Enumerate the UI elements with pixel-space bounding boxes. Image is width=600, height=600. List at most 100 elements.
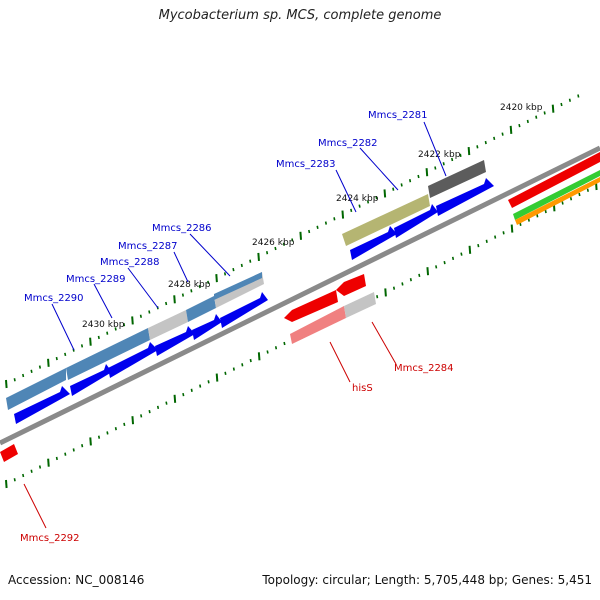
inner-scale-tick (544, 209, 547, 214)
cds-arrow-mmcs-2287a[interactable] (155, 326, 195, 356)
outer-scale-tick (341, 210, 345, 219)
cog-block-mmcs-2284[interactable] (344, 292, 376, 318)
green-feature-track[interactable] (513, 170, 600, 220)
inner-scale-tick (460, 252, 463, 256)
outer-scale-tick (551, 104, 555, 113)
inner-scale-tick (232, 367, 235, 371)
cds-arrow-mmcs-2287b[interactable] (192, 314, 222, 340)
genome-backbone (0, 145, 600, 446)
forward-cog-track[interactable] (6, 160, 486, 410)
inner-scale-tick (266, 350, 269, 354)
outer-scale-tick (274, 246, 277, 251)
inner-scale-tick (384, 288, 387, 297)
cog-block-mmcs-2289[interactable] (66, 328, 150, 380)
outer-scale-tick (22, 373, 25, 378)
inner-scale-tick (55, 456, 58, 461)
outer-scale-tick (459, 153, 462, 157)
outer-scale-tick (148, 310, 151, 314)
outer-scale-tick (232, 267, 235, 272)
inner-scale-tick (502, 231, 505, 235)
gene-leader-lines (23, 121, 447, 529)
outer-scale-tick (240, 263, 243, 268)
scale-label-2430: 2430 kbp (82, 320, 125, 330)
leader-mmcs-2290 (51, 303, 75, 351)
cog-block-his-s[interactable] (290, 306, 346, 344)
orange-feature-track[interactable] (515, 177, 600, 225)
gene-label-mmcs-2282[interactable]: Mmcs_2282 (318, 138, 378, 149)
inner-scale-tick (451, 256, 455, 261)
inner-scale-tick (510, 224, 514, 233)
inner-scale-tick (5, 479, 8, 489)
cog-block-mmcs-2287[interactable] (186, 296, 216, 322)
outer-scale-tick (122, 323, 126, 327)
reverse-gene-labels: Mmcs_2284 hisS Mmcs_2292 (20, 363, 454, 544)
cds-arrow-mmcs-2290[interactable] (14, 386, 70, 424)
gene-label-mmcs-2289[interactable]: Mmcs_2289 (66, 274, 126, 285)
cds-arrow-mmcs-2284[interactable] (336, 274, 366, 296)
inner-scale-tick (97, 435, 101, 439)
outer-scale-tick (408, 179, 412, 183)
red-feature-track[interactable] (508, 152, 600, 208)
cds-arrow-his-s[interactable] (284, 290, 338, 322)
reverse-cds-track[interactable] (0, 274, 376, 462)
outer-scale-tick (509, 125, 513, 134)
cog-block-mmcs-2283[interactable] (342, 194, 430, 246)
outer-scale-tick (518, 123, 521, 128)
scale-label-2420: 2420 kbp (500, 103, 543, 113)
cog-block-mmcs-2290[interactable] (6, 368, 66, 410)
leader-mmcs-2292 (23, 483, 47, 529)
outer-scale-tick (215, 274, 218, 283)
cds-arrow-mmcs-2288[interactable] (108, 342, 158, 378)
inner-scale-tick (578, 192, 581, 197)
cog-block-mmcs-2281[interactable] (428, 160, 486, 198)
inner-scale-tick (494, 235, 497, 239)
inner-scale-tick (561, 201, 564, 205)
cog-block-mmcs-2288[interactable] (148, 310, 188, 340)
feature-tracks-right[interactable] (508, 152, 600, 225)
gene-label-mmcs-2292[interactable]: Mmcs_2292 (20, 533, 80, 544)
leader-mmcs-2289 (93, 283, 113, 319)
inner-scale-tick (173, 394, 177, 403)
outer-scale-tick (64, 352, 67, 357)
inner-scale-tick (536, 214, 539, 218)
gene-label-mmcs-2286[interactable]: Mmcs_2286 (152, 223, 212, 234)
gene-label-his-s[interactable]: hisS (352, 383, 373, 394)
outer-scale-tick (417, 174, 420, 179)
outer-scale-tick (577, 94, 580, 98)
outer-scale-tick (383, 189, 387, 198)
gene-label-mmcs-2283[interactable]: Mmcs_2283 (276, 159, 336, 170)
gene-label-mmcs-2281[interactable]: Mmcs_2281 (368, 110, 428, 121)
inner-scale-tick (72, 448, 75, 452)
cds-arrow-mmcs-2292[interactable] (0, 444, 18, 462)
outer-scale-tick (560, 102, 563, 107)
outer-scale-tick (484, 140, 487, 145)
leader-mmcs-2284 (371, 321, 397, 365)
outer-scale-tick (493, 136, 496, 141)
cds-arrow-mmcs-2289[interactable] (70, 364, 112, 396)
inner-scale-tick (148, 409, 151, 414)
inner-scale-tick (418, 273, 421, 278)
outer-scale-tick (350, 208, 353, 213)
gene-label-mmcs-2288[interactable]: Mmcs_2288 (100, 257, 160, 268)
inner-scale-tick (30, 469, 33, 473)
outer-scale-tick (257, 252, 260, 262)
inner-scale-tick (165, 401, 168, 405)
cds-arrow-mmcs-2286[interactable] (220, 292, 268, 328)
outer-scale-tick (291, 238, 294, 242)
scale-label-2424: 2424 kbp (336, 194, 379, 204)
cds-arrow-mmcs-2283[interactable] (350, 226, 397, 260)
cog-block-mmcs-2286b[interactable] (214, 272, 262, 300)
gene-label-mmcs-2290[interactable]: Mmcs_2290 (24, 293, 84, 304)
forward-cds-track[interactable] (14, 178, 494, 424)
gene-label-mmcs-2284[interactable]: Mmcs_2284 (394, 363, 454, 374)
cds-arrow-mmcs-2282[interactable] (394, 204, 438, 238)
scale-label-2422: 2422 kbp (418, 150, 461, 160)
cds-arrow-mmcs-2281[interactable] (436, 178, 494, 216)
inner-scale-tick (257, 352, 261, 361)
gene-label-mmcs-2287[interactable]: Mmcs_2287 (118, 241, 178, 252)
outer-scale-tick (526, 119, 529, 124)
inner-scale-tick (47, 458, 50, 467)
outer-scale-tick (139, 314, 142, 318)
inner-scale-tick (586, 188, 589, 192)
